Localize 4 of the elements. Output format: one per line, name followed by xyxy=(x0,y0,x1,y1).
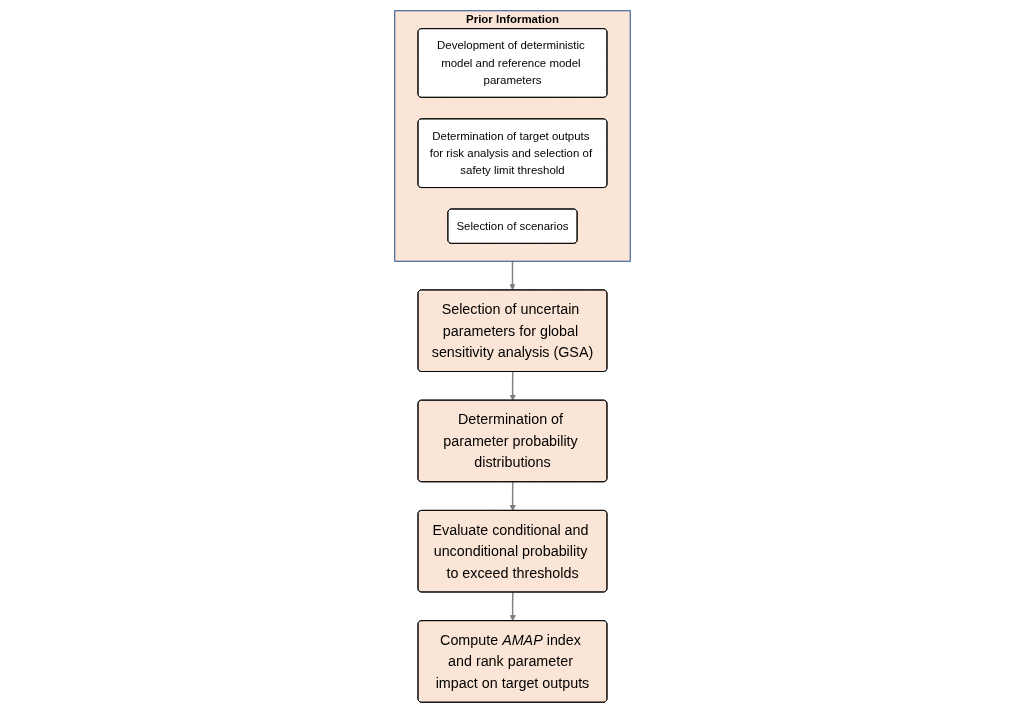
arrow xyxy=(509,371,516,401)
arrow xyxy=(509,591,516,622)
arrow xyxy=(509,260,516,291)
arrow xyxy=(509,481,516,512)
